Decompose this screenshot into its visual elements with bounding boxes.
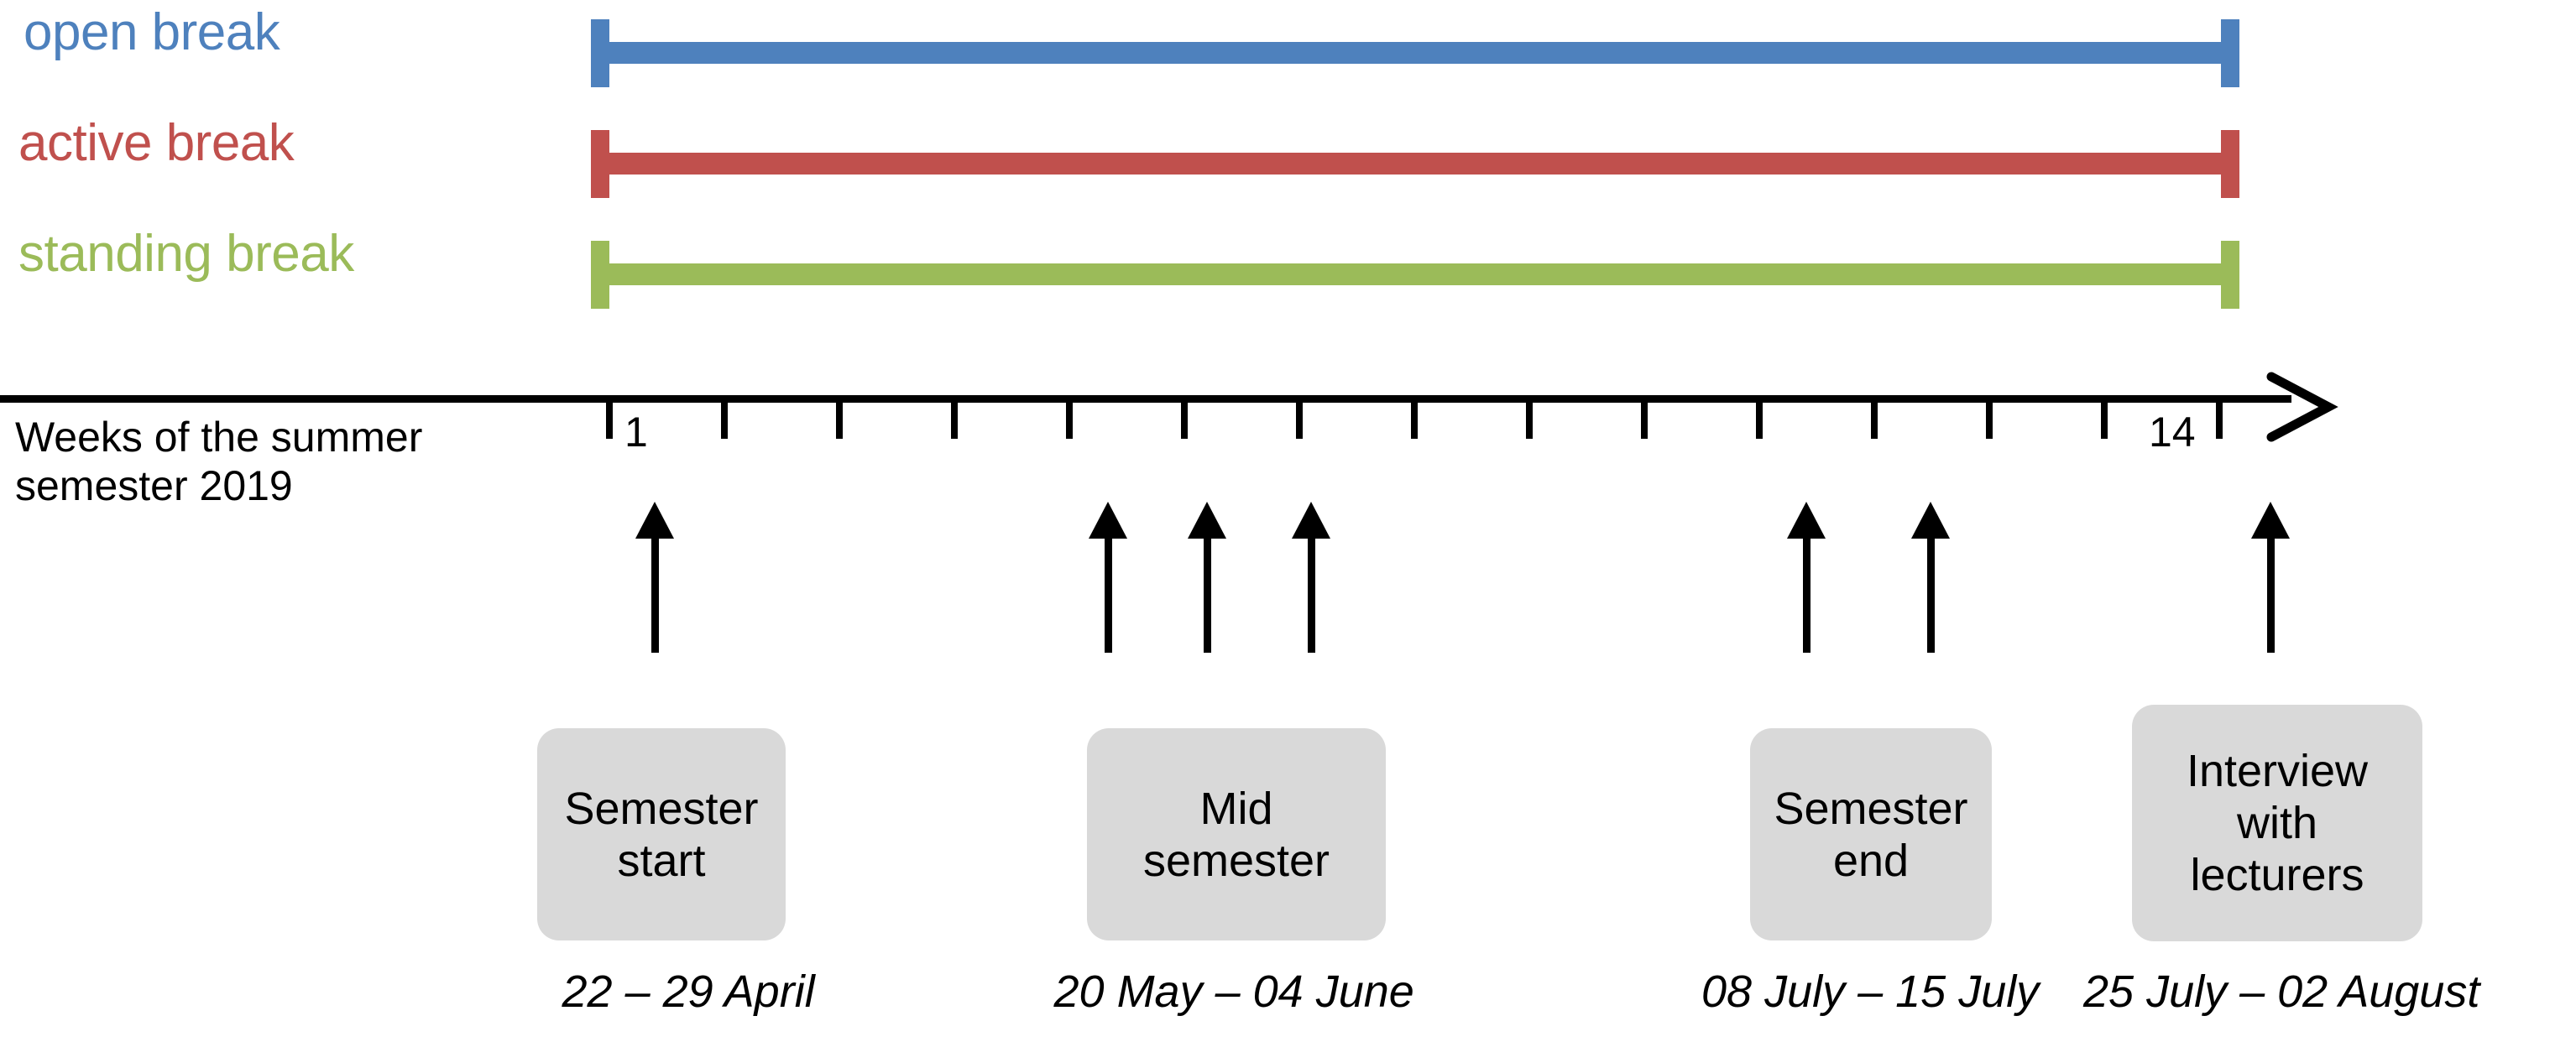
event-box-line: Semester xyxy=(1774,783,1968,834)
axis-tick-6 xyxy=(1181,403,1188,439)
event-date-semester-start: 22 – 29 April xyxy=(562,966,815,1017)
arrow-shaft xyxy=(2267,535,2275,653)
event-box-line: semester xyxy=(1142,835,1330,886)
arrow-shaft xyxy=(1204,535,1211,653)
axis-tick-9 xyxy=(1526,403,1533,439)
event-arrow-up-icon-interview-with-lecturers xyxy=(2251,502,2290,653)
arrow-head xyxy=(1188,502,1226,539)
axis-tick-10 xyxy=(1641,403,1648,439)
break-label-standing: standing break xyxy=(18,225,354,283)
event-box-line: Mid xyxy=(1199,783,1273,834)
arrow-head xyxy=(1787,502,1826,539)
axis-tick-8 xyxy=(1411,403,1418,439)
axis-tick-13 xyxy=(1986,403,1993,439)
axis-tick-12 xyxy=(1871,403,1878,439)
event-date-semester-end-1: 08 July – 15 July xyxy=(1701,966,2040,1017)
bar-cap-right-standing xyxy=(2221,241,2239,309)
bar-cap-right-open xyxy=(2221,19,2239,87)
break-label-active: active break xyxy=(18,114,295,172)
axis-tick-7 xyxy=(1296,403,1303,439)
event-box-line: start xyxy=(617,835,706,886)
axis-tick-14 xyxy=(2101,403,2108,439)
event-arrow-up-icon-semester-end-2 xyxy=(1911,502,1950,653)
event-date-mid-semester-1: 20 May – 04 June xyxy=(1053,966,1414,1017)
arrow-head xyxy=(1089,502,1127,539)
event-arrow-up-icon-mid-semester-3 xyxy=(1292,502,1330,653)
axis-tick-2 xyxy=(721,403,728,439)
arrow-head xyxy=(635,502,674,539)
arrow-shaft xyxy=(651,535,659,653)
arrow-shaft xyxy=(1803,535,1811,653)
event-box-line: end xyxy=(1832,835,1910,886)
axis-tick-4 xyxy=(951,403,958,439)
event-arrow-up-icon-mid-semester-2 xyxy=(1188,502,1226,653)
axis-line xyxy=(0,395,2291,403)
break-bar-active xyxy=(591,130,2239,198)
break-bar-open xyxy=(591,19,2239,87)
break-bar-standing xyxy=(591,241,2239,309)
axis-tick-label-1: 1 xyxy=(624,409,648,456)
bar-stem-open xyxy=(591,42,2239,64)
axis-caption: Weeks of the summer semester 2019 xyxy=(15,414,423,509)
arrow-shaft xyxy=(1927,535,1935,653)
bar-cap-right-active xyxy=(2221,130,2239,198)
event-box-line: Semester xyxy=(564,783,759,834)
axis-tick-15 xyxy=(2216,403,2223,439)
axis-tick-1 xyxy=(606,403,613,439)
arrow-shaft xyxy=(1105,535,1112,653)
arrow-head xyxy=(2251,502,2290,539)
axis-tick-11 xyxy=(1756,403,1763,439)
bar-stem-standing xyxy=(591,263,2239,285)
event-box-line: with xyxy=(2236,798,2318,848)
event-arrow-up-icon-semester-start xyxy=(635,502,674,653)
axis-tick-label-14: 14 xyxy=(2149,409,2196,456)
arrow-shaft xyxy=(1308,535,1315,653)
break-label-open: open break xyxy=(24,3,280,61)
event-arrow-up-icon-mid-semester-1 xyxy=(1089,502,1127,653)
axis-tick-5 xyxy=(1066,403,1073,439)
event-box-line: lecturers xyxy=(2190,850,2364,900)
event-box-line: Interview xyxy=(2186,746,2369,796)
arrow-head xyxy=(1292,502,1330,539)
axis-tick-3 xyxy=(836,403,843,439)
event-arrow-up-icon-semester-end-1 xyxy=(1787,502,1826,653)
bar-stem-active xyxy=(591,153,2239,175)
arrow-head xyxy=(1911,502,1950,539)
event-date-interview-with-lecturers: 25 July – 02 August xyxy=(2083,966,2480,1017)
axis-arrow-icon xyxy=(2266,372,2359,446)
